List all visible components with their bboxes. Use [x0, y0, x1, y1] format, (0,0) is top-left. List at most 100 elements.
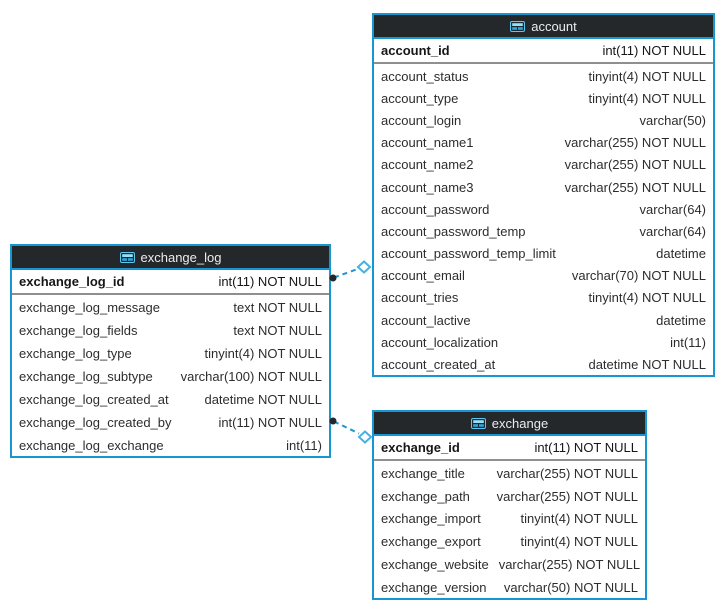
table-row: account_login varchar(50) [374, 109, 713, 131]
table-row-pk: exchange_log_id int(11) NOT NULL [12, 270, 329, 295]
relationship-exchange-log-account[interactable] [329, 260, 372, 282]
column-type: tinyint(4) NOT NULL [520, 534, 638, 550]
table-icon [510, 20, 526, 32]
column-type: int(11) [670, 334, 706, 350]
column-name: exchange_log_fields [19, 323, 138, 338]
column-type: int(11) NOT NULL [602, 43, 706, 58]
column-type: tinyint(4) NOT NULL [588, 90, 706, 106]
column-type: varchar(50) [639, 112, 706, 128]
table-row: account_password varchar(64) [374, 198, 713, 220]
column-type: datetime [656, 312, 706, 328]
table-row: exchange_log_subtype varchar(100) NOT NUL… [12, 365, 329, 388]
column-type: varchar(64) [639, 201, 706, 217]
table-row: account_password_temp varchar(64) [374, 220, 713, 242]
table-row: account_password_temp_limit datetime [374, 243, 713, 265]
column-type: varchar(255) NOT NULL [564, 157, 706, 173]
column-type: varchar(50) NOT NULL [503, 579, 638, 595]
table-account[interactable]: account account_id int(11) NOT NULL acco… [372, 13, 715, 377]
table-icon [119, 251, 135, 263]
column-type: tinyint(4) NOT NULL [520, 511, 638, 527]
column-type: int(11) NOT NULL [218, 415, 322, 430]
column-type: datetime [656, 246, 706, 262]
table-row: exchange_log_fields text NOT NULL [12, 319, 329, 342]
column-name: exchange_id [381, 440, 460, 455]
column-type: varchar(255) NOT NULL [496, 465, 638, 481]
table-title: exchange [491, 415, 549, 431]
column-name: account_name1 [381, 135, 474, 151]
table-exchange-header[interactable]: exchange [374, 412, 645, 436]
column-name: account_lactive [381, 312, 471, 328]
column-name: exchange_log_created_by [19, 415, 172, 430]
column-name: account_password_temp_limit [381, 246, 556, 262]
table-row: exchange_log_exchange int(11) [12, 434, 329, 457]
column-type: varchar(255) NOT NULL [498, 557, 641, 573]
column-type: varchar(255) NOT NULL [564, 179, 706, 195]
column-name: exchange_log_subtype [19, 369, 153, 384]
table-row: account_type tinyint(4) NOT NULL [374, 87, 713, 109]
column-name: account_localization [381, 334, 499, 350]
table-title: account [531, 18, 577, 34]
column-type: int(11) NOT NULL [218, 274, 322, 289]
table-row: exchange_website varchar(255) NOT NULL [374, 553, 645, 576]
column-name: account_email [381, 268, 465, 284]
column-name: exchange_title [381, 465, 465, 481]
column-type: tinyint(4) NOT NULL [588, 68, 706, 84]
column-name: exchange_version [381, 579, 487, 595]
table-exchange[interactable]: exchange exchange_id int(11) NOT NULL ex… [372, 410, 647, 600]
column-type: text NOT NULL [233, 323, 322, 338]
table-row: account_name2 varchar(255) NOT NULL [374, 154, 713, 176]
column-type: varchar(100) NOT NULL [180, 369, 322, 384]
column-name: account_password_temp [381, 223, 526, 239]
table-row: exchange_export tinyint(4) NOT NULL [374, 530, 645, 553]
table-row: account_localization int(11) [374, 331, 713, 353]
table-row: account_created_at datetime NOT NULL [374, 353, 713, 375]
column-name: exchange_log_message [19, 300, 160, 315]
table-row: exchange_version varchar(50) NOT NULL [374, 576, 645, 599]
column-name: exchange_path [381, 488, 470, 504]
column-type: varchar(64) [639, 223, 706, 239]
column-name: exchange_log_exchange [19, 438, 164, 453]
table-icon [470, 417, 486, 429]
column-name: account_name3 [381, 179, 474, 195]
column-type: varchar(255) NOT NULL [564, 135, 706, 151]
column-type: tinyint(4) NOT NULL [204, 346, 322, 361]
column-name: exchange_import [381, 511, 481, 527]
table-exchange-log[interactable]: exchange_log exchange_log_id int(11) NOT… [10, 244, 331, 458]
table-row: account_name3 varchar(255) NOT NULL [374, 176, 713, 198]
table-row: exchange_log_created_by int(11) NOT NULL [12, 411, 329, 434]
table-exchange-log-header[interactable]: exchange_log [12, 246, 329, 270]
column-type: tinyint(4) NOT NULL [588, 290, 706, 306]
table-row: account_lactive datetime [374, 309, 713, 331]
table-row: exchange_title varchar(255) NOT NULL [374, 462, 645, 485]
relationship-exchange-log-exchange[interactable] [329, 417, 373, 444]
table-row: exchange_path varchar(255) NOT NULL [374, 485, 645, 508]
column-type: int(11) [286, 438, 322, 453]
column-name: account_password [381, 201, 490, 217]
column-name: account_id [381, 43, 450, 58]
table-body: exchange_title varchar(255) NOT NULL exch… [374, 461, 645, 599]
column-name: account_tries [381, 290, 459, 306]
column-name: exchange_website [381, 557, 489, 573]
column-type: varchar(255) NOT NULL [496, 488, 638, 504]
table-row: account_tries tinyint(4) NOT NULL [374, 287, 713, 309]
column-name: exchange_export [381, 534, 481, 550]
column-name: account_login [381, 112, 462, 128]
column-name: exchange_log_id [19, 274, 125, 289]
column-type: int(11) NOT NULL [534, 440, 638, 455]
column-name: account_type [381, 90, 459, 106]
column-name: account_name2 [381, 157, 474, 173]
table-row-pk: account_id int(11) NOT NULL [374, 39, 713, 64]
column-name: account_created_at [381, 357, 496, 373]
table-account-header[interactable]: account [374, 15, 713, 39]
column-type: datetime NOT NULL [204, 392, 322, 407]
table-title: exchange_log [140, 249, 222, 265]
column-type: datetime NOT NULL [588, 357, 706, 373]
table-row: account_name1 varchar(255) NOT NULL [374, 132, 713, 154]
